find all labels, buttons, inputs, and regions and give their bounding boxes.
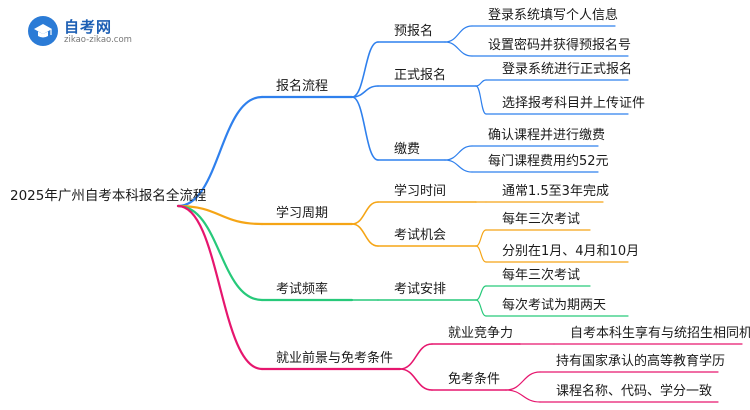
subtopic-connector [351,96,379,161]
leaf-label: 登录系统进行正式报名 [502,62,633,77]
leaf-label: 确认课程并进行缴费 [488,128,606,143]
leaf-label: 每年三次考试 [502,268,581,283]
subtopic-label: 缴费 [394,142,421,157]
leaf-label: 自考本科生享有与统招生相同机会 [570,326,750,341]
subtopic-connector [351,201,379,225]
branch-label: 报名流程 [276,79,329,94]
subtopic-label: 考试安排 [394,282,447,297]
root-topic: 2025年广州自考本科报名全流程 [10,188,207,204]
subtopic-label: 考试机会 [394,228,447,243]
branch-connector [176,204,264,371]
leaf-connector [444,145,473,161]
leaf-connector [475,79,487,87]
leaf-connector [444,25,473,43]
branch-label: 就业前景与免考条件 [276,351,394,366]
site-logo: 自考网 zikao-zikao.com [28,14,198,50]
subtopic-label: 就业竞争力 [448,326,514,341]
leaf-connector [444,159,473,173]
leaf-label: 选择报考科目并上传证件 [502,96,646,111]
subtopic-connector [351,85,379,98]
subtopic-label: 正式报名 [394,68,447,83]
leaf-label: 每门课程费用约52元 [488,154,609,169]
leaf-connector [475,229,487,247]
leaf-connector [475,245,487,263]
subtopic-connector [399,343,433,370]
leaf-label: 课程名称、代码、学分一致 [556,384,713,399]
subtopic-connector [351,41,379,98]
branch-connector [176,95,264,208]
leaf-label: 分别在1月、4月和10月 [502,244,640,259]
branch-label: 学习周期 [276,206,329,221]
logo-url: zikao-zikao.com [64,35,132,45]
subtopic-label: 免考条件 [448,372,501,387]
leaf-label: 通常1.5至3年完成 [502,184,609,199]
leaf-label: 设置密码并获得预报名号 [488,38,632,53]
leaf-connector [475,285,487,301]
branch-connector [176,204,264,226]
leaf-label: 持有国家承认的高等教育学历 [556,354,726,369]
subtopic-connector [351,223,379,247]
leaf-connector [505,389,541,403]
subtopic-label: 学习时间 [394,184,447,199]
branch-label: 考试频率 [276,282,329,297]
subtopic-label: 预报名 [394,24,434,39]
subtopic-connector [399,368,433,391]
graduation-cap-icon [28,16,58,46]
leaf-connector [475,85,487,115]
branch-connector [176,204,264,302]
leaf-label: 每年三次考试 [502,212,581,227]
leaf-connector [475,299,487,317]
leaf-label: 登录系统填写个人信息 [488,8,619,23]
leaf-connector [505,371,541,391]
leaf-label: 每次考试为期两天 [502,298,607,313]
leaf-connector [444,41,473,57]
logo-title: 自考网 [64,18,113,36]
